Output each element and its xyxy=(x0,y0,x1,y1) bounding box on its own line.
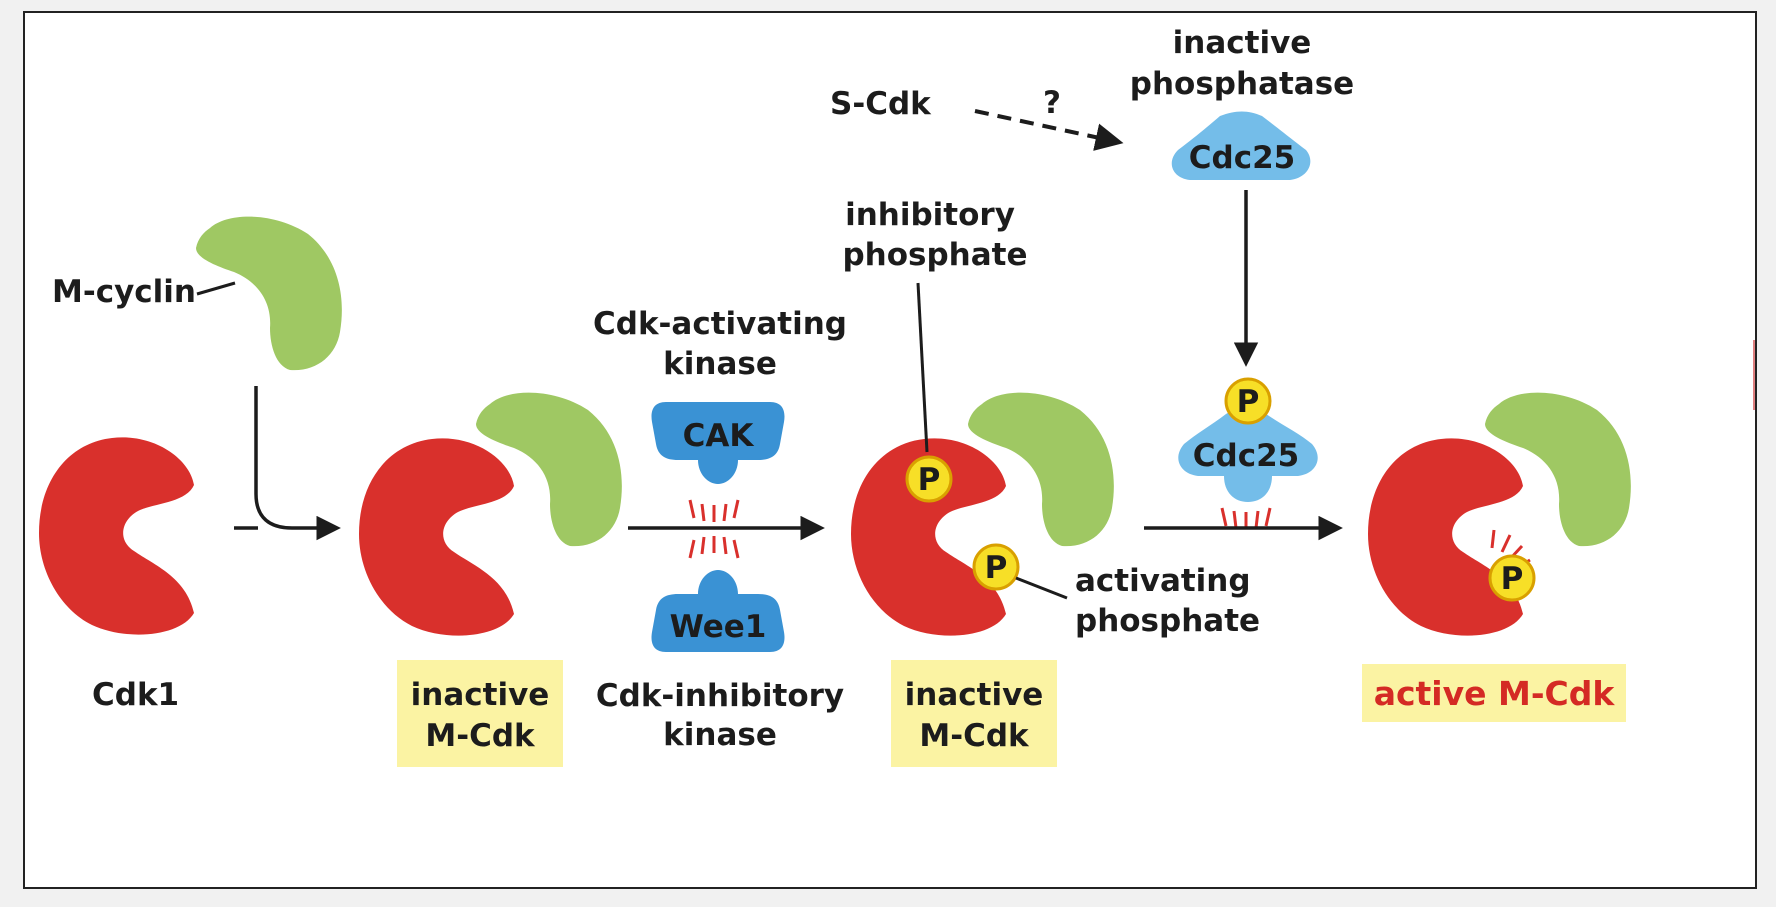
cdk-inhibitory-kinase-line2: kinase xyxy=(663,717,777,753)
m-cyclin-leader-line xyxy=(196,281,236,296)
activating-phosphate-leader xyxy=(1015,576,1068,600)
inactive-mcdk-1-line2: M-Cdk xyxy=(425,718,536,754)
inactive-cdc25-label: Cdc25 xyxy=(1189,140,1295,176)
cdk-inhibitory-kinase-line1: Cdk-inhibitory xyxy=(596,678,844,714)
inactive-mcdk-box-2 xyxy=(891,660,1057,767)
activating-phosphate-group xyxy=(972,543,1020,591)
inhibitory-phosphate-line2: phosphate xyxy=(842,237,1027,273)
s-cdk-label: S-Cdk xyxy=(830,86,932,122)
inhibitory-phosphate-leader xyxy=(916,282,929,453)
inactive-mcdk-box-1 xyxy=(397,660,563,767)
activating-phosphate-line1: activating xyxy=(1075,563,1251,599)
diagram-frame xyxy=(23,11,1757,889)
inhibitory-phosphate-group xyxy=(905,455,953,503)
active-phosphate-group xyxy=(1488,554,1536,602)
inhibitory-phosphate-p: P xyxy=(918,462,941,498)
inactive-mcdk-2-line2: M-Cdk xyxy=(919,718,1030,754)
cak-activity-marks xyxy=(688,499,740,522)
inactive-phosphatase-label-line2: phosphatase xyxy=(1130,66,1354,102)
inhibitory-phosphate-line1: inhibitory xyxy=(845,197,1015,233)
inactive-cdc25-phosphatase xyxy=(1171,111,1311,180)
inactive-phosphatase-label-line1: inactive xyxy=(1173,25,1312,61)
wee1-label: Wee1 xyxy=(670,609,767,645)
m-cyclin-label: M-cyclin xyxy=(52,274,196,310)
cdk-activating-kinase-line2: kinase xyxy=(663,346,777,382)
active-phosphate-p: P xyxy=(1501,561,1524,597)
inactive-mcdk-2-line1: inactive xyxy=(905,677,1044,713)
inactive-mcdk-1-line1: inactive xyxy=(411,677,550,713)
cak-label: CAK xyxy=(683,418,755,454)
activating-phosphate-p: P xyxy=(985,550,1008,586)
active-mcdk-label: active M-Cdk xyxy=(1374,674,1616,713)
cdk-activating-kinase-line1: Cdk-activating xyxy=(593,306,847,342)
question-mark: ? xyxy=(1043,85,1061,121)
active-mcdk-box xyxy=(1362,664,1626,722)
activating-phosphate-line2: phosphate xyxy=(1075,603,1260,639)
active-cdc25-label: Cdc25 xyxy=(1193,438,1299,474)
cdc25-activity-marks xyxy=(1220,507,1272,529)
cdc25-phosphate-group xyxy=(1224,377,1272,425)
active-cdc25-phosphatase xyxy=(1178,409,1318,502)
cdk1-label: Cdk1 xyxy=(92,677,179,713)
cdc25-phosphate-p: P xyxy=(1237,384,1260,420)
s-cdk-dashed-arrow xyxy=(974,109,1124,151)
wee1-activity-marks xyxy=(688,536,740,559)
binding-arrow xyxy=(254,386,341,541)
